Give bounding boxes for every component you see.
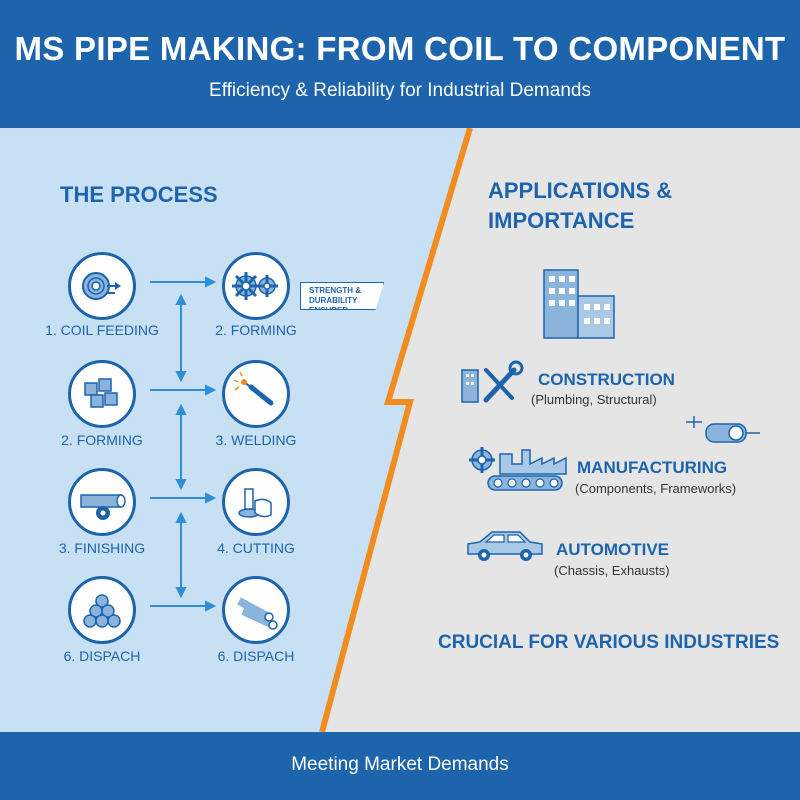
step-label-welding: 3. WELDING [215,432,297,448]
zigzag-divider [319,128,473,732]
step-label-forming-2: 2. FORMING [61,432,143,448]
gears-icon [222,252,290,320]
step-label-dispatch: 6. DISPACH [63,648,141,664]
step-label-forming: 2. FORMING [215,322,297,338]
header-banner: MS PIPE MAKING: FROM COIL TO COMPONENT E… [0,0,800,128]
automotive-title: AUTOMOTIVE [556,540,670,559]
footer-text: Meeting Market Demands [291,754,509,775]
pipe-stack-icon [68,576,136,644]
office-building-icon [543,269,615,339]
cubes-icon [68,360,136,428]
construction-title: CONSTRUCTION [538,370,675,389]
welding-torch-icon [222,360,290,428]
applications-heading: APPLICATIONS & IMPORTANCE [488,178,673,233]
step-label-cutting: 4. CUTTING [217,540,295,556]
pipe-machine-icon [686,416,760,443]
badge-text: STRENGTH & DURABILITY ENSURED [309,286,361,310]
manufacturing-subtitle: (Components, Frameworks) [575,481,737,496]
cutting-hand-icon [222,468,290,536]
crucial-statement: CRUCIAL FOR VARIOUS INDUSTRIES [438,632,780,653]
step-label-coil-feeding: 1. COIL FEEDING [45,322,159,338]
flow-arrows [150,276,217,612]
manufacturing-title: MANUFACTURING [577,458,728,477]
factory-icon [469,447,567,491]
pipes-icon [222,576,290,644]
building-tools-icon [461,360,524,403]
automotive-subtitle: (Chassis, Exhausts) [554,563,670,578]
page-subtitle: Efficiency & Reliability for Industrial … [209,80,591,101]
step-label-dispatch-2: 6. DISPACH [217,648,295,664]
process-heading: THE PROCESS [60,182,218,207]
coil-icon [68,252,136,320]
page-title: MS PIPE MAKING: FROM COIL TO COMPONENT [14,30,786,67]
footer-banner: Meeting Market Demands [0,732,800,800]
construction-subtitle: (Plumbing, Structural) [531,392,657,407]
step-label-finishing: 3. FINISHING [58,540,146,556]
strength-badge: STRENGTH & DURABILITY ENSURED [300,282,384,310]
finishing-pipe-icon [68,468,136,536]
car-icon [467,531,543,561]
